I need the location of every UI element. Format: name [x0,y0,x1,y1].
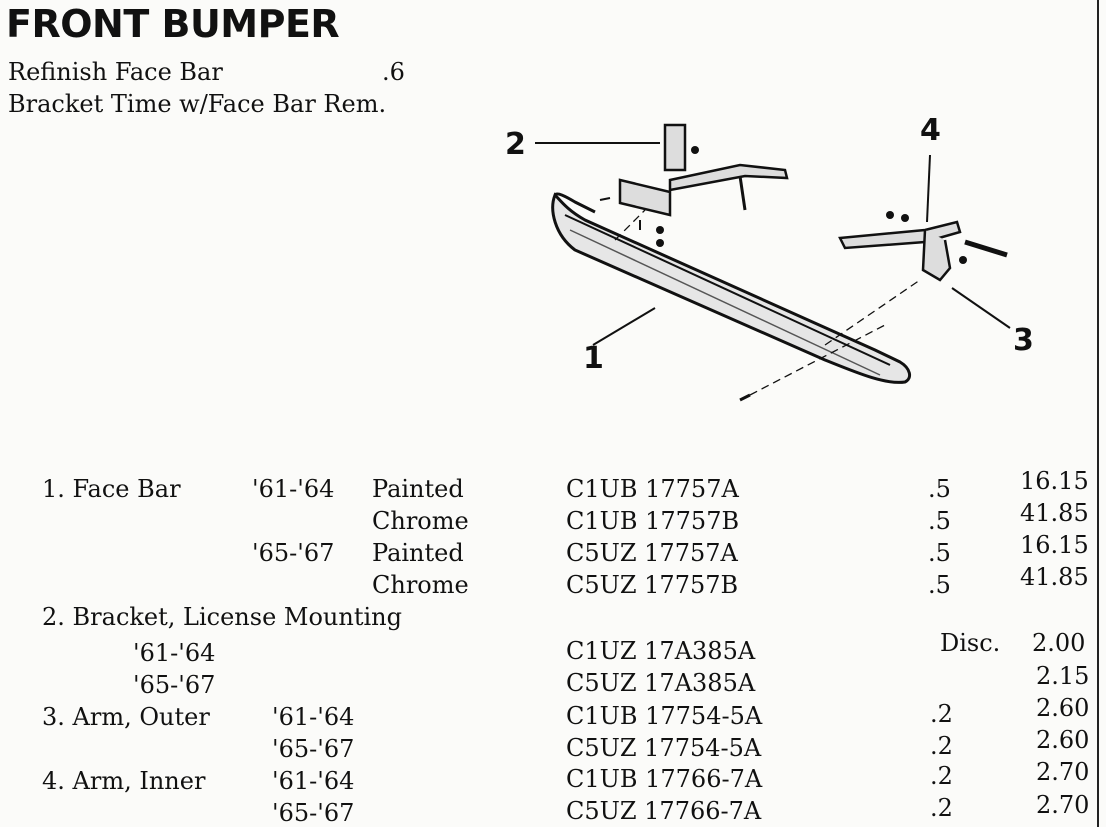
part-years: '61-'64 [272,703,355,731]
callout-1: 1 [583,341,604,376]
part-number: C5UZ 17757A [566,539,738,567]
callout-3: 3 [1013,323,1034,358]
labor-time: Disc. [940,629,1001,657]
part-price: 41.85 [1020,499,1089,527]
bumper-diagram: 2 1 3 4 [505,113,1034,402]
labor-time: .2 [930,732,953,760]
refinish-value: .6 [382,58,405,86]
part-number: C5UZ 17754-5A [566,734,762,762]
part-description: 4. Arm, Inner [42,767,206,795]
part-description: '61-'64 [133,639,216,667]
page-edge-rule [1097,0,1099,827]
part-years: '65-'67 [252,539,335,567]
part-price: 16.15 [1020,467,1089,495]
part-number: C1UB 17754-5A [566,702,763,730]
labor-time: .5 [928,571,951,599]
callout-2: 2 [505,127,526,162]
part-description: '65-'67 [133,671,216,699]
part-years: '61-'64 [272,767,355,795]
part-number: C5UZ 17757B [566,571,739,599]
part-years: '61-'64 [252,475,335,503]
part-description: 3. Arm, Outer [42,703,210,731]
part-number: C1UB 17757A [566,475,739,503]
part-finish: Painted [372,475,464,503]
labor-time: .2 [930,700,953,728]
inner-arm-illustration [838,211,1008,282]
face-bar-illustration [551,192,912,384]
page-title: FRONT BUMPER [6,2,340,46]
license-bracket-illustration [599,123,699,247]
part-finish: Painted [372,539,464,567]
part-price: 16.15 [1020,531,1089,559]
part-price: 2.70 [1036,758,1090,786]
part-number: C1UB 17757B [566,507,740,535]
part-price: 2.70 [1036,791,1090,819]
bracket-time-label: Bracket Time w/Face Bar Rem. [8,90,387,118]
part-number: C1UB 17766-7A [566,765,763,793]
labor-time: .2 [930,762,953,790]
part-number: C5UZ 17A385A [566,669,756,697]
labor-time: .5 [928,539,951,567]
part-finish: Chrome [372,571,469,599]
part-number: C5UZ 17766-7A [566,797,762,825]
part-price: 2.60 [1036,694,1090,722]
part-price: 2.15 [1036,662,1090,690]
callout-4: 4 [920,113,941,148]
part-finish: Chrome [372,507,469,535]
labor-time: .5 [928,475,951,503]
refinish-label: Refinish Face Bar [8,58,223,86]
part-price: 2.60 [1036,726,1090,754]
labor-time: .5 [928,507,951,535]
part-years: '65-'67 [272,799,355,827]
outer-arm-illustration [668,163,789,211]
part-price: 2.00 [1032,629,1086,657]
part-years: '65-'67 [272,735,355,763]
part-description: 1. Face Bar [42,475,181,503]
part-description: 2. Bracket, License Mounting [42,603,402,631]
part-price: 41.85 [1020,563,1089,591]
part-number: C1UZ 17A385A [566,637,756,665]
labor-time: .2 [930,794,953,822]
